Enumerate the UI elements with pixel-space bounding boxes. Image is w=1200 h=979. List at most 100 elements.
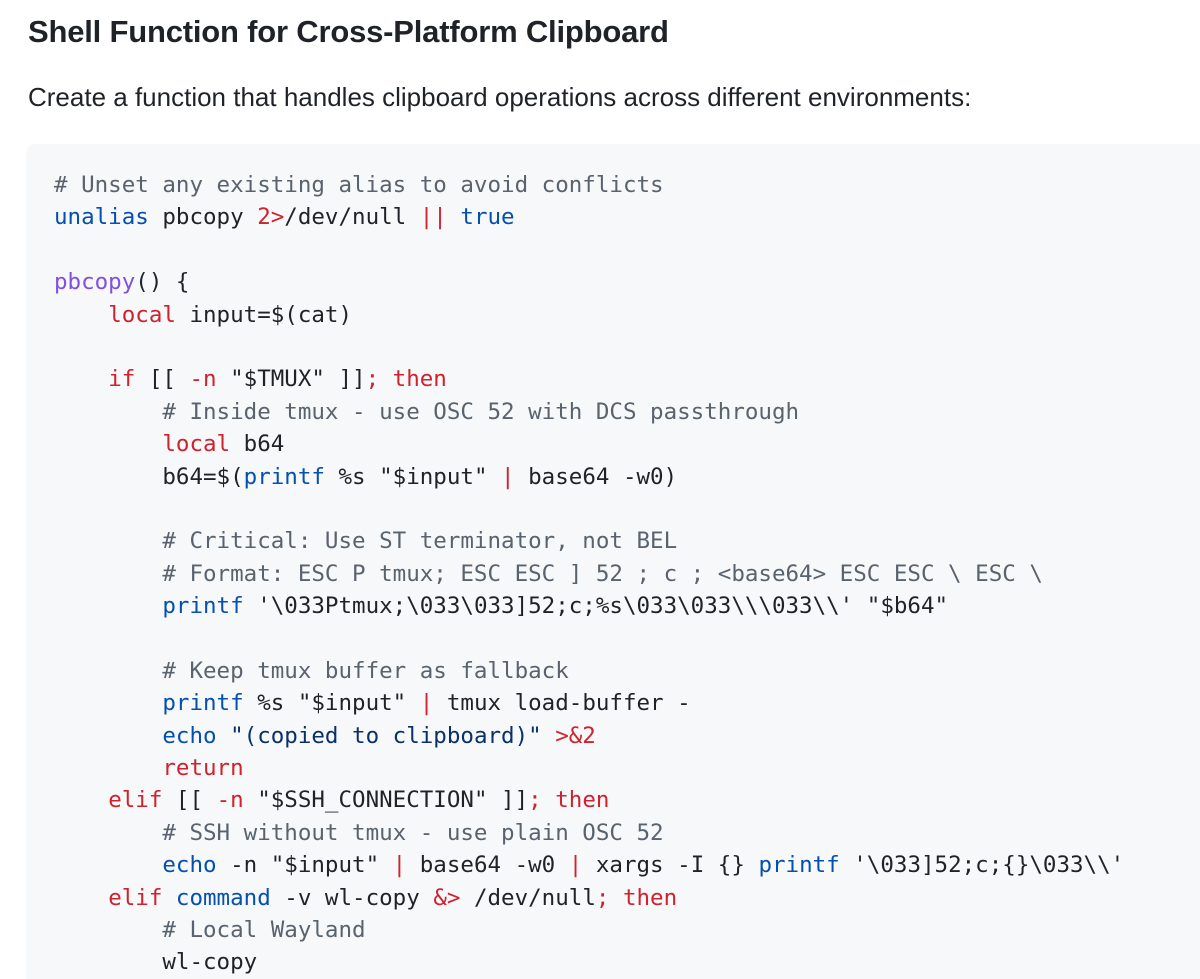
- code-token-plain: [54, 723, 162, 749]
- code-token-plain: [54, 593, 162, 619]
- code-token-keyword: |: [419, 690, 434, 717]
- code-token-plain: [[: [162, 787, 217, 814]
- code-token-command: echo: [162, 852, 217, 879]
- code-token-function: pbcopy: [54, 269, 136, 296]
- code-token-plain: wl-copy: [54, 949, 258, 976]
- code-token-keyword: &>: [433, 884, 461, 911]
- code-token-keyword: |: [501, 463, 515, 490]
- code-token-plain: base64 -w0: [406, 852, 569, 879]
- code-token-plain: () {: [135, 269, 190, 296]
- code-line: ​: [54, 493, 1124, 525]
- code-line: # Local Wayland: [54, 914, 1124, 946]
- code-token-plain: /dev/null: [284, 204, 420, 231]
- code-token-keyword: ||: [419, 204, 447, 231]
- code-token-plain: -v wl-copy: [270, 884, 434, 911]
- code-token-builtin: "(copied to clipboard)": [230, 722, 542, 749]
- code-token-keyword: ; then: [365, 366, 447, 393]
- code-token-plain: '\033]52;c;{}\033\\': [839, 852, 1125, 879]
- code-block[interactable]: # Unset any existing alias to avoid conf…: [26, 144, 1200, 979]
- intro-paragraph: Create a function that handles clipboard…: [28, 82, 972, 112]
- code-line: echo -n "$input" | base64 -w0 | xargs -I…: [54, 849, 1124, 881]
- code-token-plain: [217, 723, 231, 749]
- code-line: local b64: [54, 428, 1124, 460]
- code-token-keyword: -n: [216, 787, 244, 814]
- code-token-comment: # Critical: Use ST terminator, not BEL: [162, 528, 678, 555]
- code-token-keyword: return: [162, 755, 244, 782]
- code-token-plain: "$SSH_CONNECTION" ]]: [243, 787, 529, 814]
- code-token-plain: [54, 658, 162, 684]
- code-token-plain: [54, 787, 108, 813]
- code-line: b64=$(printf %s "$input" | base64 -w0): [54, 461, 1124, 493]
- code-token-plain: -n "$input": [216, 852, 393, 879]
- code-token-keyword: |: [568, 852, 583, 879]
- code-token-plain: [54, 431, 162, 457]
- code-token-plain: [162, 885, 176, 911]
- code-line: elif [[ -n "$SSH_CONNECTION" ]]; then: [54, 784, 1124, 816]
- code-token-keyword: local: [108, 301, 176, 328]
- code-line: wl-copy: [54, 946, 1124, 978]
- code-token-plain: b64: [230, 431, 285, 458]
- code-line: ​: [54, 331, 1124, 363]
- code-token-keyword: elif: [108, 787, 163, 814]
- code-token-plain: [[: [135, 366, 190, 393]
- code-token-comment: # SSH without tmux - use plain OSC 52: [162, 819, 664, 846]
- code-token-plain: "$TMUX" ]]: [216, 366, 366, 393]
- code-token-command: echo: [162, 722, 217, 749]
- code-token-plain: base64 -w0): [514, 463, 678, 490]
- code-token-command: printf: [758, 852, 840, 879]
- code-token-command: true: [460, 204, 515, 231]
- code-token-keyword: >&2: [555, 722, 596, 749]
- code-token-command: printf: [162, 690, 244, 717]
- code-line: ​: [54, 622, 1124, 654]
- code-token-command: command: [175, 884, 271, 911]
- code-token-keyword: elif: [108, 884, 163, 911]
- code-line: return: [54, 752, 1124, 784]
- code-token-plain: [54, 366, 108, 392]
- code-line: pbcopy() {: [54, 266, 1124, 298]
- code-token-plain: xargs -I {}: [582, 852, 759, 879]
- code-line: local input=$(cat): [54, 299, 1124, 331]
- code-token-plain: [54, 561, 162, 587]
- code-token-keyword: 2>: [257, 204, 285, 231]
- code-line: # Keep tmux buffer as fallback: [54, 655, 1124, 687]
- code-token-plain: [54, 302, 108, 328]
- code-token-plain: [542, 723, 556, 749]
- code-line: # Critical: Use ST terminator, not BEL: [54, 525, 1124, 557]
- code-token-keyword: ; then: [528, 787, 610, 814]
- code-line: ​: [54, 234, 1124, 266]
- code-token-plain: [54, 528, 162, 554]
- code-token-keyword: if: [108, 366, 136, 393]
- code-token-plain: /dev/null: [460, 884, 596, 911]
- code-line: unalias pbcopy 2>/dev/null || true: [54, 201, 1124, 233]
- code-token-plain: [54, 690, 162, 716]
- code-token-plain: tmux load-buffer -: [433, 690, 691, 717]
- code-line: # Unset any existing alias to avoid conf…: [54, 169, 1124, 201]
- code-line: # Format: ESC P tmux; ESC ESC ] 52 ; c ;…: [54, 558, 1124, 590]
- code-line: # SSH without tmux - use plain OSC 52: [54, 817, 1124, 849]
- code-token-comment: # Local Wayland: [162, 916, 366, 943]
- code-token-plain: '\033Ptmux;\033\033]52;c;%s\033\033\\\03…: [243, 593, 949, 620]
- section-heading: Shell Function for Cross-Platform Clipbo…: [28, 14, 669, 49]
- code-token-plain: [54, 820, 162, 846]
- code-token-plain: b64=$(: [54, 463, 244, 490]
- code-token-command: unalias: [54, 204, 149, 231]
- code-line: if [[ -n "$TMUX" ]]; then: [54, 363, 1124, 395]
- code-token-keyword: -n: [189, 366, 217, 393]
- code-token-comment: # Inside tmux - use OSC 52 with DCS pass…: [162, 398, 800, 425]
- code-token-keyword: |: [392, 852, 407, 879]
- code-token-plain: %s "$input": [324, 463, 502, 490]
- code-token-keyword: ; then: [595, 884, 678, 911]
- code-token-comment: # Format: ESC P tmux; ESC ESC ] 52 ; c ;…: [162, 560, 1043, 587]
- code-token-plain: pbcopy: [148, 204, 258, 231]
- code-token-plain: [54, 917, 162, 943]
- code-token-plain: %s "$input": [243, 690, 420, 717]
- code-token-plain: input=$(cat): [175, 301, 353, 328]
- code-line: echo "(copied to clipboard)" >&2: [54, 720, 1124, 752]
- code-token-plain: [54, 885, 108, 911]
- code-content[interactable]: # Unset any existing alias to avoid conf…: [54, 169, 1124, 979]
- code-line: printf '\033Ptmux;\033\033]52;c;%s\033\0…: [54, 590, 1124, 622]
- code-line: elif command -v wl-copy &> /dev/null; th…: [54, 882, 1124, 914]
- code-token-plain: [447, 204, 461, 230]
- code-token-plain: [54, 755, 162, 781]
